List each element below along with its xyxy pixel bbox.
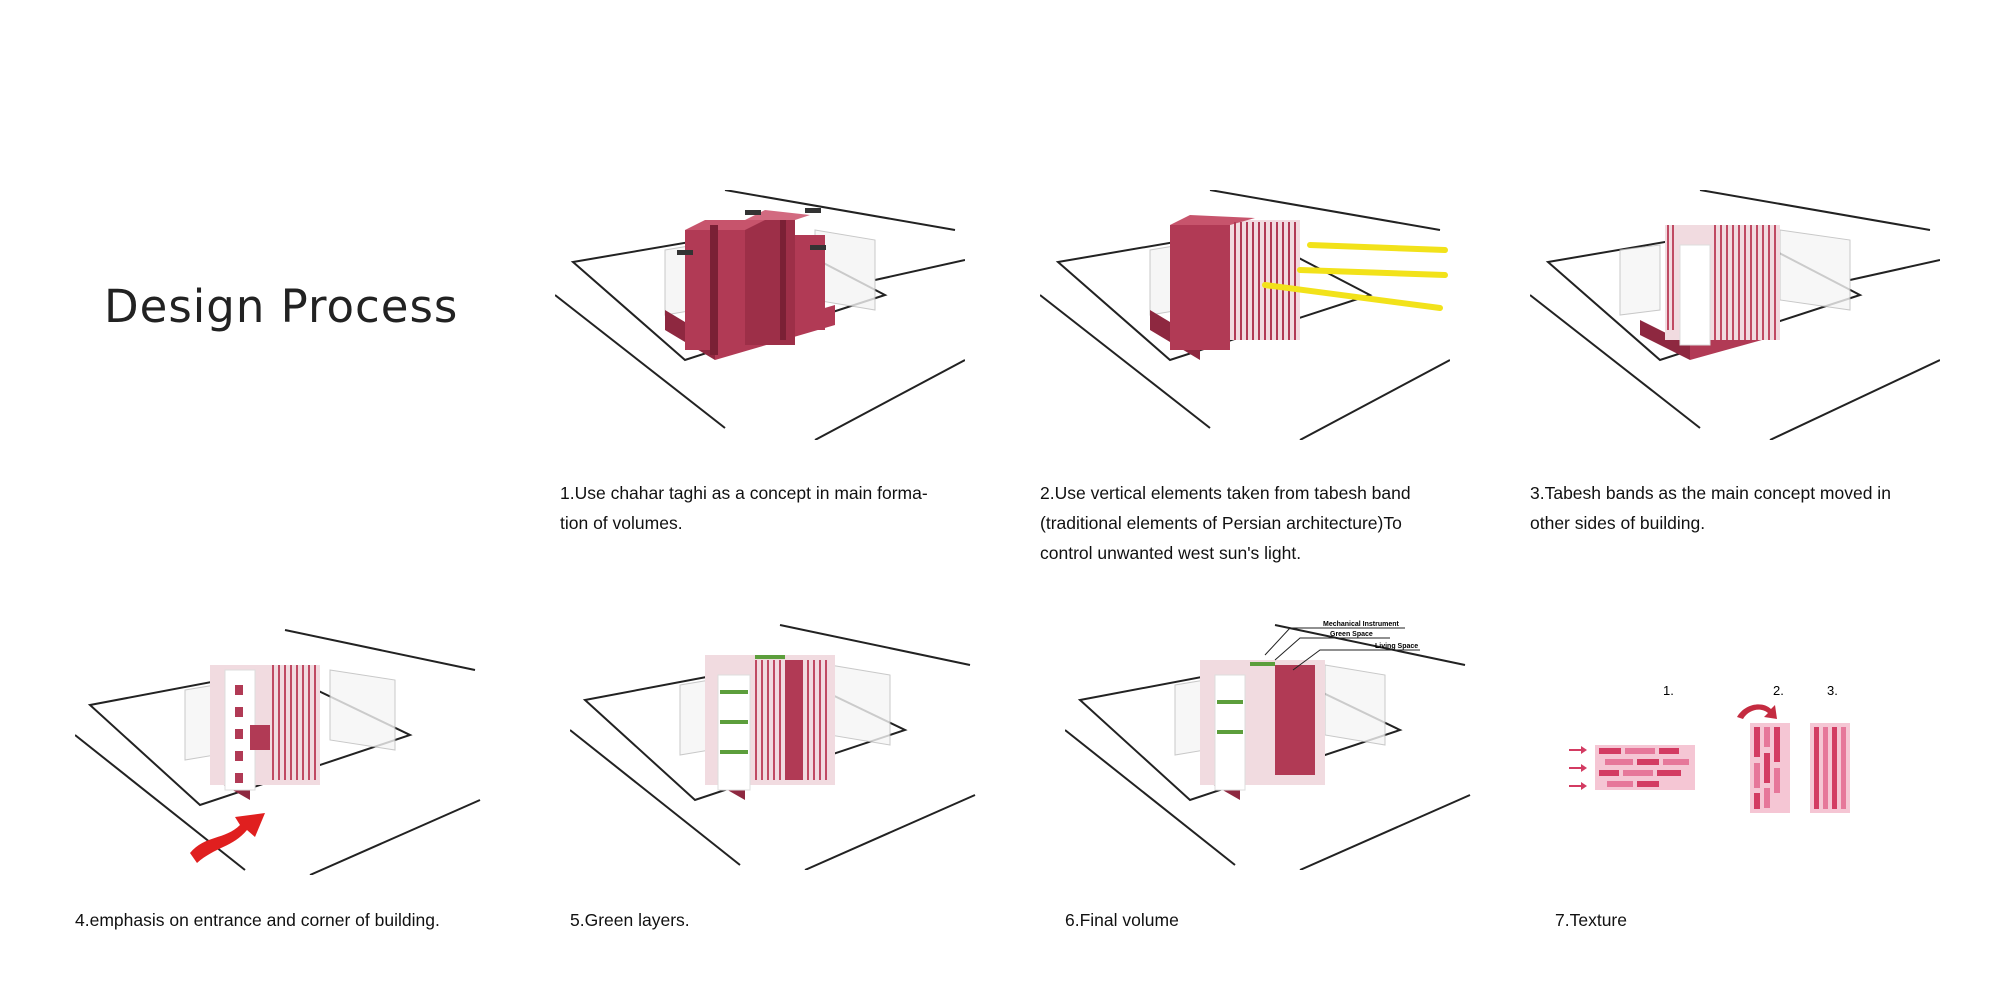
caption-line: 7.Texture: [1555, 910, 1627, 930]
building-mass: [1640, 225, 1780, 360]
step-6-diagram: Mechanical Instrument Green Space Living…: [1065, 620, 1475, 870]
caption-line: 6.Final volume: [1065, 910, 1179, 930]
step-2-illustration: [1040, 190, 1450, 440]
rotate-arrow-icon: [1737, 704, 1777, 719]
texture-label-1: 1.: [1663, 683, 1674, 698]
caption-line: 4.emphasis on entrance and corner of bui…: [75, 910, 440, 930]
step-2-caption: 2.Use vertical elements taken from tabes…: [1040, 478, 1411, 568]
texture-label-3: 3.: [1827, 683, 1838, 698]
step-4-caption: 4.emphasis on entrance and corner of bui…: [75, 905, 440, 935]
step-7-diagram: 1. 2. 3.: [1565, 675, 1885, 825]
step-5-caption: 5.Green layers.: [570, 905, 690, 935]
step-6-caption: 6.Final volume: [1065, 905, 1179, 935]
caption-line: 3.Tabesh bands as the main concept moved…: [1530, 483, 1891, 503]
step-5-illustration: [570, 624, 976, 870]
step-6-illustration: Mechanical Instrument Green Space Living…: [1065, 621, 1471, 870]
step-2-diagram: [1040, 190, 1450, 440]
green-layers: [1217, 662, 1275, 734]
vertical-fins: [1234, 222, 1296, 340]
step-1-diagram: [555, 190, 965, 440]
building-mass: [1200, 660, 1325, 800]
caption-line: 1.Use chahar taghi as a concept in main …: [560, 483, 928, 503]
vertical-fins: [272, 665, 316, 780]
step-7-caption: 7.Texture: [1555, 905, 1627, 935]
green-layers: [720, 655, 785, 754]
step-4-illustration: [75, 629, 481, 875]
vertical-fins: [755, 660, 827, 780]
step-3-caption: 3.Tabesh bands as the main concept moved…: [1530, 478, 1891, 538]
caption-line: (traditional elements of Persian archite…: [1040, 513, 1402, 533]
direction-markers: [677, 208, 826, 255]
texture-pattern-1: [1595, 745, 1695, 790]
caption-line: 2.Use vertical elements taken from tabes…: [1040, 483, 1411, 503]
caption-line: tion of volumes.: [560, 513, 683, 533]
corner-windows: [235, 685, 243, 783]
step-1-illustration: [555, 190, 965, 440]
building-mass: [705, 655, 835, 800]
neighbor-blocks: [1174, 664, 1386, 756]
step-3-diagram: [1530, 190, 1940, 440]
step-4-diagram: [75, 625, 485, 875]
step-3-illustration: [1530, 190, 1940, 440]
entrance-arrow-icon: [190, 813, 265, 863]
neighbor-blocks: [1619, 229, 1851, 316]
annotation-green-space: Green Space: [1330, 631, 1373, 638]
neighbor-blocks: [184, 669, 396, 761]
step-1-caption: 1.Use chahar taghi as a concept in main …: [560, 478, 928, 538]
annotation-living-space: Living Space: [1375, 643, 1418, 650]
caption-line: 5.Green layers.: [570, 910, 690, 930]
page-title: Design Process: [104, 280, 459, 333]
caption-line: other sides of building.: [1530, 513, 1706, 533]
sun-ray-arrows: [1262, 242, 1448, 311]
arrow-right-icon: [1569, 746, 1587, 790]
texture-label-2: 2.: [1773, 683, 1784, 698]
vertical-fins: [1667, 225, 1776, 340]
annotation-leaders: [1264, 627, 1420, 671]
caption-line: control unwanted west sun's light.: [1040, 543, 1302, 563]
texture-pattern-3: [1810, 723, 1850, 813]
annotation-mechanical: Mechanical Instrument: [1323, 621, 1400, 628]
building-mass: [665, 210, 835, 360]
texture-pattern-2: [1750, 723, 1790, 813]
step-5-diagram: [570, 620, 980, 870]
step-7-illustration: 1. 2. 3.: [1569, 683, 1850, 813]
